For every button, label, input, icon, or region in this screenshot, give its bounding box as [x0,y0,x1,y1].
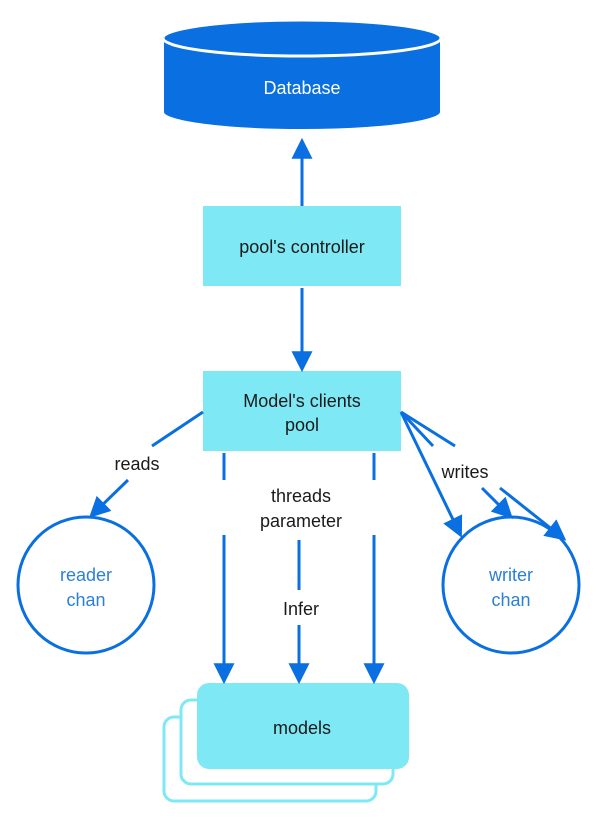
writer-label-line1: writer [488,565,533,585]
edge-label-threads-line1: threads [271,486,331,506]
database-node: Database [161,18,443,131]
pool-label-line2: pool [285,415,319,435]
edge-label-reads: reads [114,454,159,474]
reader-label-line2: chan [66,590,105,610]
arrow-reads-segment1 [151,410,204,448]
arrow-writes-2-segment2 [480,486,513,519]
writer-chan-node: writer chan [441,515,581,655]
edge-label-threads-line2: parameter [260,511,342,531]
models-node: models [162,683,409,803]
models-label: models [273,718,331,738]
database-label: Database [263,78,340,98]
arrow-writes-1 [399,411,463,538]
arrow-reads-segment2 [88,478,130,518]
arrows [88,137,567,685]
edge-label-infer: Infer [283,599,319,619]
reader-label-line1: reader [60,565,112,585]
controller-label: pool's controller [239,237,365,257]
edge-label-writes: writes [440,462,488,482]
arrow-writes-3-segment1 [400,410,456,448]
arrow-writes-2-segment1 [399,410,435,448]
pool-label-line1: Model's clients [243,391,360,411]
pool-node: Model's clients pool [203,371,401,451]
reader-chan-node: reader chan [16,515,156,655]
arrow-writes-3-segment2 [499,486,567,541]
controller-node: pool's controller [203,206,401,286]
writer-label-line2: chan [491,590,530,610]
